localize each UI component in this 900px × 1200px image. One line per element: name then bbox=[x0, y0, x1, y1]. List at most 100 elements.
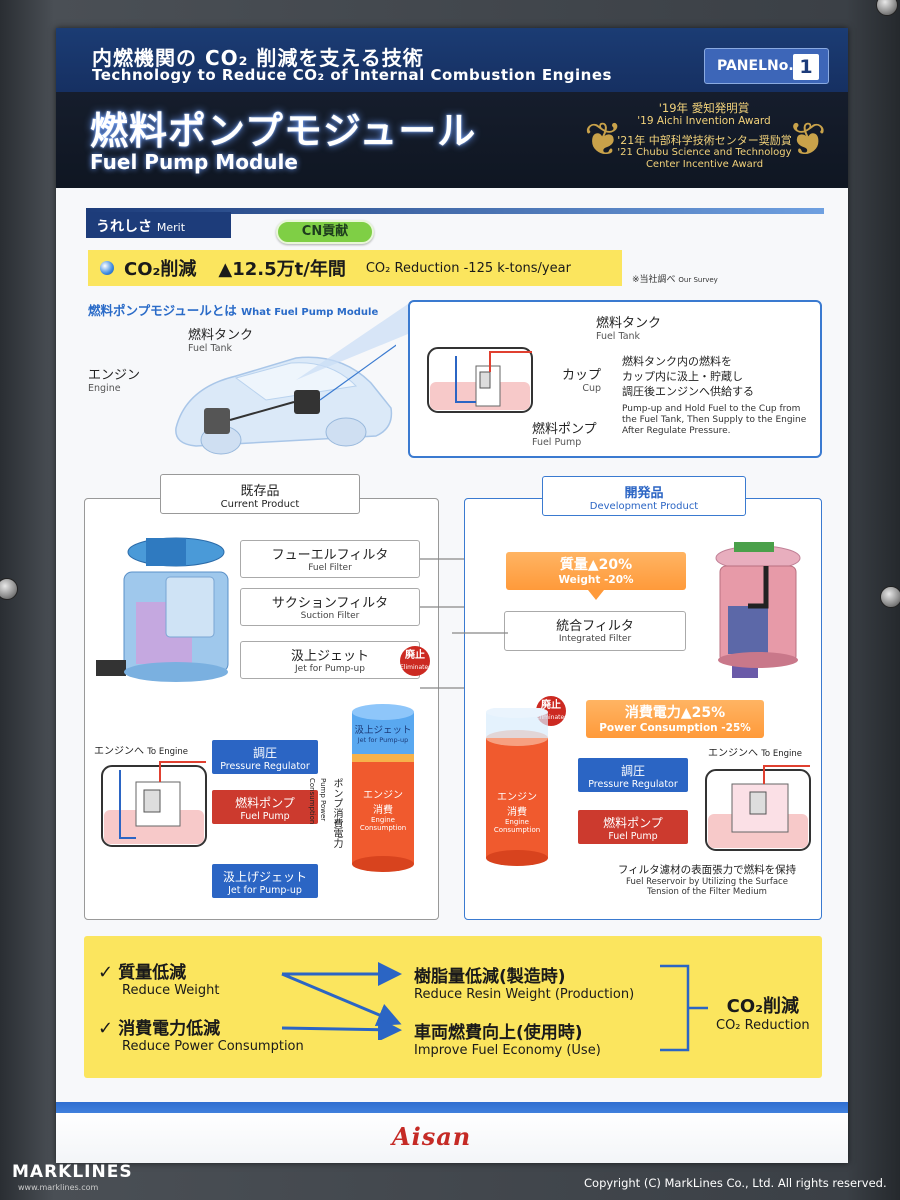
pump-power-label: ポンプ消費電力 Pump Power Consumption bbox=[308, 778, 344, 868]
tank-diagram bbox=[427, 347, 533, 413]
poster-header: 内燃機関の CO₂ 削減を支える技術 Technology to Reduce … bbox=[56, 28, 848, 188]
award-block: ❦ ❦ '19年 愛知発明賞 '19 Aichi Invention Award… bbox=[584, 98, 827, 188]
result1-jp: 樹脂量低減(製造時) bbox=[414, 967, 566, 987]
cyl-jet-label: 汲上ジェット Jet for Pump-up bbox=[352, 722, 414, 744]
desc-en-2: the Fuel Tank, Then Supply to the Engine bbox=[622, 415, 807, 425]
check-icon: ✓ bbox=[98, 962, 114, 983]
engine-block bbox=[204, 408, 230, 434]
check2-jp: 消費電力低減 bbox=[118, 1019, 221, 1039]
cyl-engine-jp-1: エンジン bbox=[363, 790, 403, 801]
dev-regulator-box: 調圧 Pressure Regulator bbox=[578, 758, 688, 792]
merit-tab: うれしさ Merit bbox=[86, 212, 231, 238]
current-title-en: Current Product bbox=[220, 499, 300, 510]
current-pump-box: 燃料ポンプ Fuel Pump bbox=[212, 790, 318, 824]
eliminated-badge: 廃止 Eliminated bbox=[400, 646, 432, 676]
dev-pump-jp: 燃料ポンプ bbox=[603, 816, 663, 830]
laurel-left-icon: ❦ bbox=[584, 112, 623, 166]
integrated-filter-jp: 統合フィルタ bbox=[556, 619, 634, 634]
result1-en: Reduce Resin Weight (Production) bbox=[414, 987, 635, 1002]
current-regulator-en: Pressure Regulator bbox=[220, 761, 310, 772]
fuel-filter-box: フューエルフィルタ Fuel Filter bbox=[240, 540, 420, 578]
aisan-logo: Aisan bbox=[392, 1122, 472, 1151]
current-to-engine-jp: エンジンへ bbox=[94, 746, 144, 757]
box-cup-jp: カップ bbox=[562, 368, 602, 383]
page-title-jp: 燃料ポンプモジュール bbox=[90, 109, 477, 153]
current-pump-jp: 燃料ポンプ bbox=[235, 796, 295, 810]
co2-label-en: CO₂ Reduction -125 k-tons/year bbox=[365, 260, 571, 276]
final-en: CO₂ Reduction bbox=[716, 1018, 810, 1033]
cyl-engine-jp-2: 消費 bbox=[373, 805, 393, 816]
tank-label-jp: 燃料タンク bbox=[188, 328, 254, 343]
current-pump-en: Fuel Pump bbox=[240, 811, 290, 822]
dev-schematic bbox=[705, 765, 811, 851]
reduce-power-item: ✓ 消費電力低減 Reduce Power Consumption bbox=[98, 1014, 304, 1054]
screw-icon bbox=[876, 0, 898, 16]
header-subtitle-en: Technology to Reduce CO₂ of Internal Com… bbox=[92, 66, 612, 84]
marklines-watermark: MARKLINES bbox=[12, 1162, 133, 1182]
engine-label-jp: エンジン bbox=[88, 368, 141, 383]
header-subtitle-jp: 内燃機関の CO₂ 削減を支える技術 bbox=[92, 46, 424, 70]
power-jp: 消費電力▲25% bbox=[624, 705, 726, 721]
integrated-filter-en: Integrated Filter bbox=[558, 634, 632, 644]
award-2-en: '21 Chubu Science and Technology Center … bbox=[617, 147, 792, 170]
cyl-jet-en: Jet for Pump-up bbox=[357, 736, 409, 744]
callout-connector bbox=[296, 304, 408, 380]
connector-line bbox=[452, 632, 508, 634]
dev-cyl-engine-label: エンジン 消費 Engine Consumption bbox=[486, 788, 548, 834]
eliminated-jp: 廃止 bbox=[405, 650, 425, 661]
current-jet-box: 汲上げジェット Jet for Pump-up bbox=[212, 864, 318, 898]
engine-label: エンジン Engine bbox=[88, 364, 140, 394]
dev-cyl-engine-en-1: Engine bbox=[505, 818, 529, 826]
weight-en: Weight -20% bbox=[558, 574, 634, 586]
eliminated-en: Eliminated bbox=[400, 664, 432, 671]
current-pump-module-illustration bbox=[96, 537, 229, 682]
check2-en: Reduce Power Consumption bbox=[122, 1039, 304, 1054]
poster-panel: 内燃機関の CO₂ 削減を支える技術 Technology to Reduce … bbox=[56, 28, 848, 1163]
pump-power-jp: ポンプ消費電力 bbox=[331, 778, 342, 848]
current-product-tag: 既存品 Current Product bbox=[160, 474, 360, 514]
survey-en: Our Survey bbox=[678, 276, 718, 284]
current-title-jp: 既存品 bbox=[240, 484, 280, 499]
desc-jp-3: 調圧後エンジンへ供給する bbox=[622, 385, 754, 398]
development-product-tag: 開発品 Development Product bbox=[542, 476, 746, 516]
box-cup-label: カップ Cup bbox=[562, 364, 601, 394]
desc-jp-2: カップ内に汲上・貯蔵し bbox=[622, 370, 743, 383]
box-desc-jp: 燃料タンク内の燃料を カップ内に汲上・貯蔵し 調圧後エンジンへ供給する bbox=[622, 354, 754, 399]
suction-filter-en: Suction Filter bbox=[300, 611, 360, 621]
result2-jp: 車両燃費向上(使用時) bbox=[414, 1023, 583, 1043]
panel-label: PANELNo. bbox=[717, 58, 794, 74]
tank-label-en: Fuel Tank bbox=[188, 343, 233, 354]
current-regulator-jp: 調圧 bbox=[252, 746, 277, 760]
current-to-engine-en: To Engine bbox=[147, 747, 188, 757]
dev-eliminated-en: Eliminated bbox=[536, 714, 568, 721]
dev-cyl-engine-jp-2: 消費 bbox=[507, 807, 527, 818]
suction-filter-box: サクションフィルタ Suction Filter bbox=[240, 588, 420, 626]
current-regulator-box: 調圧 Pressure Regulator bbox=[212, 740, 318, 774]
dev-pump-en: Fuel Pump bbox=[608, 831, 658, 842]
development-consumption-cylinder bbox=[486, 708, 548, 866]
check1-en: Reduce Weight bbox=[122, 983, 220, 998]
current-jet2-jp: 汲上げジェット bbox=[222, 870, 307, 884]
engine-label-en: Engine bbox=[88, 383, 121, 394]
box-desc-en: Pump-up and Hold Fuel to the Cup from th… bbox=[622, 404, 806, 437]
cyl-jet-jp: 汲上ジェット bbox=[354, 725, 412, 736]
footer-white-band bbox=[56, 1113, 848, 1163]
weight-jp: 質量▲20% bbox=[559, 557, 633, 573]
desc-jp-1: 燃料タンク内の燃料を bbox=[622, 355, 732, 368]
co2-label-jp: CO₂削減 bbox=[124, 259, 197, 280]
bullet-icon bbox=[100, 261, 114, 275]
panel-number-badge: PANELNo. 1 bbox=[704, 48, 829, 84]
integrated-filter-box: 統合フィルタ Integrated Filter bbox=[504, 611, 686, 651]
weight-reduction-tag: 質量▲20% Weight -20% bbox=[506, 552, 686, 590]
check-icon: ✓ bbox=[98, 1018, 114, 1039]
dev-cyl-engine-en-2: Consumption bbox=[493, 826, 541, 834]
reservoir-note: フィルタ濾材の表面張力で燃料を保持 Fuel Reservoir by Util… bbox=[602, 862, 812, 897]
dev-title-jp: 開発品 bbox=[624, 486, 664, 501]
desc-en-1: Pump-up and Hold Fuel to the Cup from bbox=[622, 404, 801, 414]
co2-reduction-bar: CO₂削減 ▲12.5万t/年間 CO₂ Reduction -125 k-to… bbox=[88, 250, 622, 286]
page-title-en: Fuel Pump Module bbox=[90, 150, 298, 174]
pumpup-jet-box: 汲上ジェット Jet for Pump-up bbox=[240, 641, 420, 679]
marklines-url: www.marklines.com bbox=[18, 1183, 99, 1192]
final-jp: CO₂削減 bbox=[726, 996, 800, 1017]
dev-title-en: Development Product bbox=[589, 501, 699, 512]
